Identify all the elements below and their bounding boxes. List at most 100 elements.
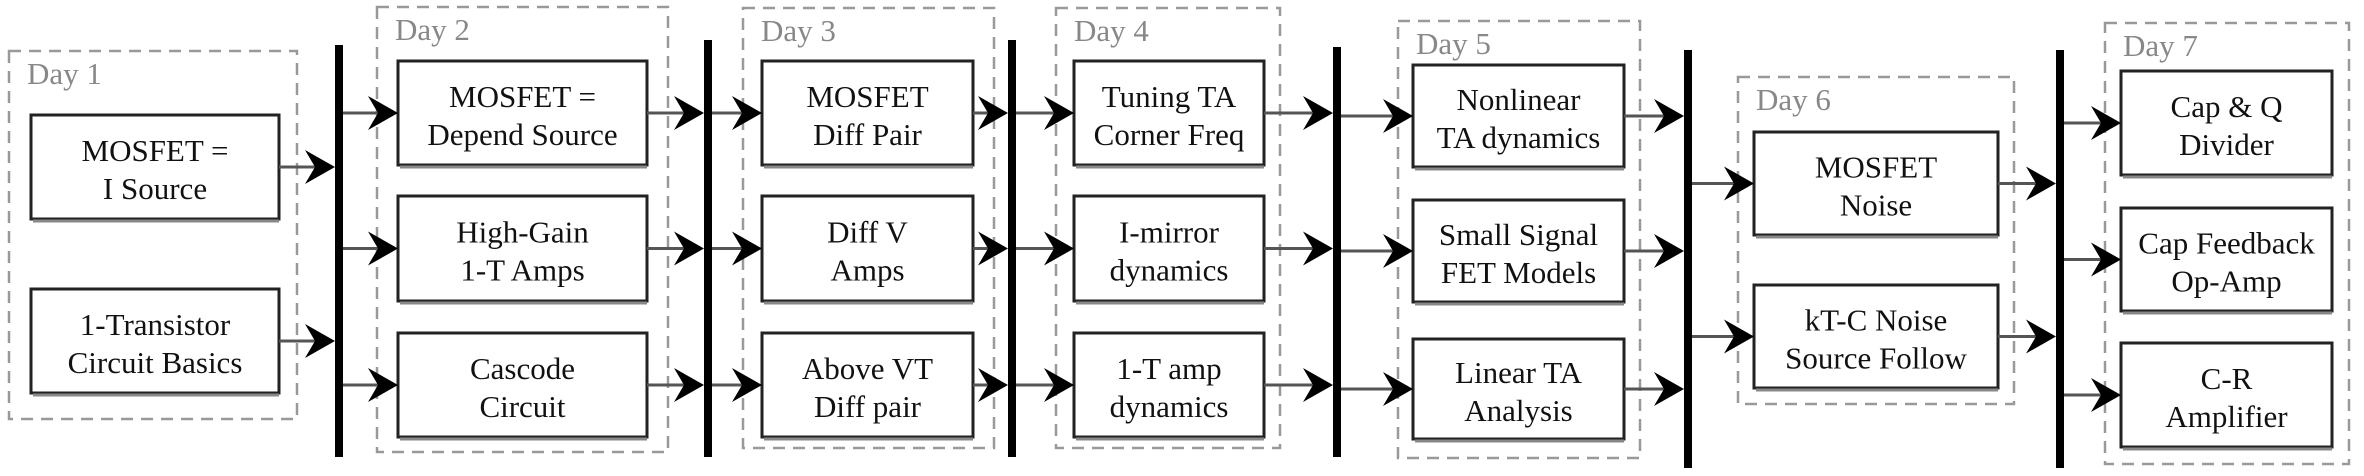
day-label: Day 5: [1416, 26, 1491, 61]
topic-box: [1752, 283, 2000, 390]
arrow-head-icon: [674, 231, 704, 266]
topic-label: dynamics: [1110, 253, 1229, 288]
arrow-head-icon: [1383, 234, 1413, 268]
topic-label: Analysis: [1464, 393, 1573, 428]
topic-label: I-mirror: [1119, 215, 1220, 250]
arrow-head-icon: [1303, 368, 1333, 402]
topic-box: [29, 287, 281, 395]
day-group-7: [2103, 21, 2351, 466]
topic-label: MOSFET =: [82, 133, 229, 168]
topic-label: Divider: [2179, 127, 2274, 162]
topic-label: Circuit: [479, 389, 565, 424]
topic-label: Amplifier: [2165, 399, 2288, 434]
arrow-head-icon: [368, 96, 398, 130]
day-group-2: [375, 5, 670, 454]
topic-label: TA dynamics: [1437, 120, 1601, 155]
arrow-head-icon: [1654, 99, 1684, 133]
topic-box: [1072, 59, 1266, 167]
topic-label: Linear TA: [1455, 355, 1583, 390]
arrow-head-icon: [732, 368, 762, 402]
arrow-head-icon: [1044, 368, 1074, 402]
sync-bar-3: [1008, 40, 1016, 457]
arrow-head-icon: [1044, 231, 1074, 266]
arrow-head-icon: [368, 231, 398, 266]
day-label: Day 7: [2123, 28, 2198, 63]
arrow-head-icon: [305, 324, 335, 358]
topic-label: Diff Pair: [813, 117, 922, 152]
arrow-head-icon: [732, 96, 762, 130]
topic-label: MOSFET: [1815, 150, 1937, 185]
sync-bar-5: [1684, 50, 1692, 468]
topic-label: Nonlinear: [1457, 82, 1582, 117]
topic-label: High-Gain: [456, 215, 589, 250]
topic-box: [396, 194, 649, 303]
arrow-head-icon: [978, 96, 1008, 130]
arrow-head-icon: [978, 231, 1008, 266]
arrow-head-icon: [732, 231, 762, 266]
day-group-3: [741, 6, 996, 450]
arrow-head-icon: [1303, 96, 1333, 130]
day-label: Day 3: [761, 13, 836, 48]
arrow-head-icon: [978, 368, 1008, 402]
sync-bar-2: [704, 40, 712, 457]
arrow-head-icon: [1654, 372, 1684, 406]
topic-label: dynamics: [1110, 389, 1229, 424]
sync-bar-4: [1333, 47, 1341, 457]
day-group-5: [1396, 19, 1642, 460]
topic-label: Above VT: [802, 351, 933, 386]
topic-box: [29, 113, 281, 221]
arrow-head-icon: [2026, 319, 2056, 354]
arrow-head-icon: [305, 150, 335, 184]
sync-bar-1: [335, 45, 343, 457]
topic-box: [760, 194, 975, 303]
arrow-head-icon: [674, 96, 704, 130]
arrow-head-icon: [1303, 231, 1333, 266]
topic-box: [1752, 130, 2000, 237]
topic-label: Source Follow: [1785, 341, 1967, 376]
arrow-head-icon: [1383, 99, 1413, 133]
arrow-head-icon: [2091, 242, 2121, 277]
topic-box: [1411, 198, 1626, 304]
day-group-6: [1736, 75, 2016, 406]
topic-label: 1-Transistor: [80, 307, 231, 342]
topic-label: Diff V: [827, 215, 908, 250]
topic-label: Tuning TA: [1102, 79, 1237, 114]
topic-label: Small Signal: [1439, 217, 1598, 252]
topic-label: Circuit Basics: [68, 345, 243, 380]
arrow-head-icon: [1044, 96, 1074, 130]
arrow-head-icon: [1383, 372, 1413, 406]
arrow-head-icon: [674, 368, 704, 402]
topic-box: [1411, 63, 1626, 169]
arrow-head-icon: [1724, 166, 1754, 201]
topic-label: C-R: [2201, 361, 2253, 396]
topic-label: Noise: [1840, 188, 1912, 223]
arrow-head-icon: [1654, 234, 1684, 268]
topic-label: Cap Feedback: [2138, 226, 2315, 261]
topic-box: [2119, 69, 2334, 177]
topic-label: Cap & Q: [2171, 89, 2283, 124]
topic-label: FET Models: [1441, 255, 1596, 290]
topic-label: Amps: [830, 253, 904, 288]
day-label: Day 4: [1074, 13, 1149, 48]
topic-label: Op-Amp: [2171, 264, 2281, 299]
topic-label: Cascode: [470, 351, 575, 386]
topic-label: MOSFET =: [449, 79, 596, 114]
topic-box: [2119, 341, 2334, 449]
arrow-head-icon: [1724, 319, 1754, 354]
arrow-head-icon: [2091, 378, 2121, 412]
day-label: Day 2: [395, 12, 470, 47]
topic-label: Diff pair: [814, 389, 922, 424]
topic-box: [1072, 331, 1266, 439]
topic-box: [1411, 337, 1626, 441]
topic-label: MOSFET: [806, 79, 928, 114]
arrow-head-icon: [2026, 166, 2056, 201]
topic-label: 1-T amp: [1116, 351, 1221, 386]
sync-bar-6: [2056, 50, 2064, 468]
day-label: Day 6: [1756, 82, 1831, 117]
day-group-4: [1054, 6, 1282, 450]
topic-label: 1-T Amps: [460, 253, 584, 288]
topic-label: Corner Freq: [1094, 117, 1245, 152]
day-group-1: [7, 49, 299, 421]
